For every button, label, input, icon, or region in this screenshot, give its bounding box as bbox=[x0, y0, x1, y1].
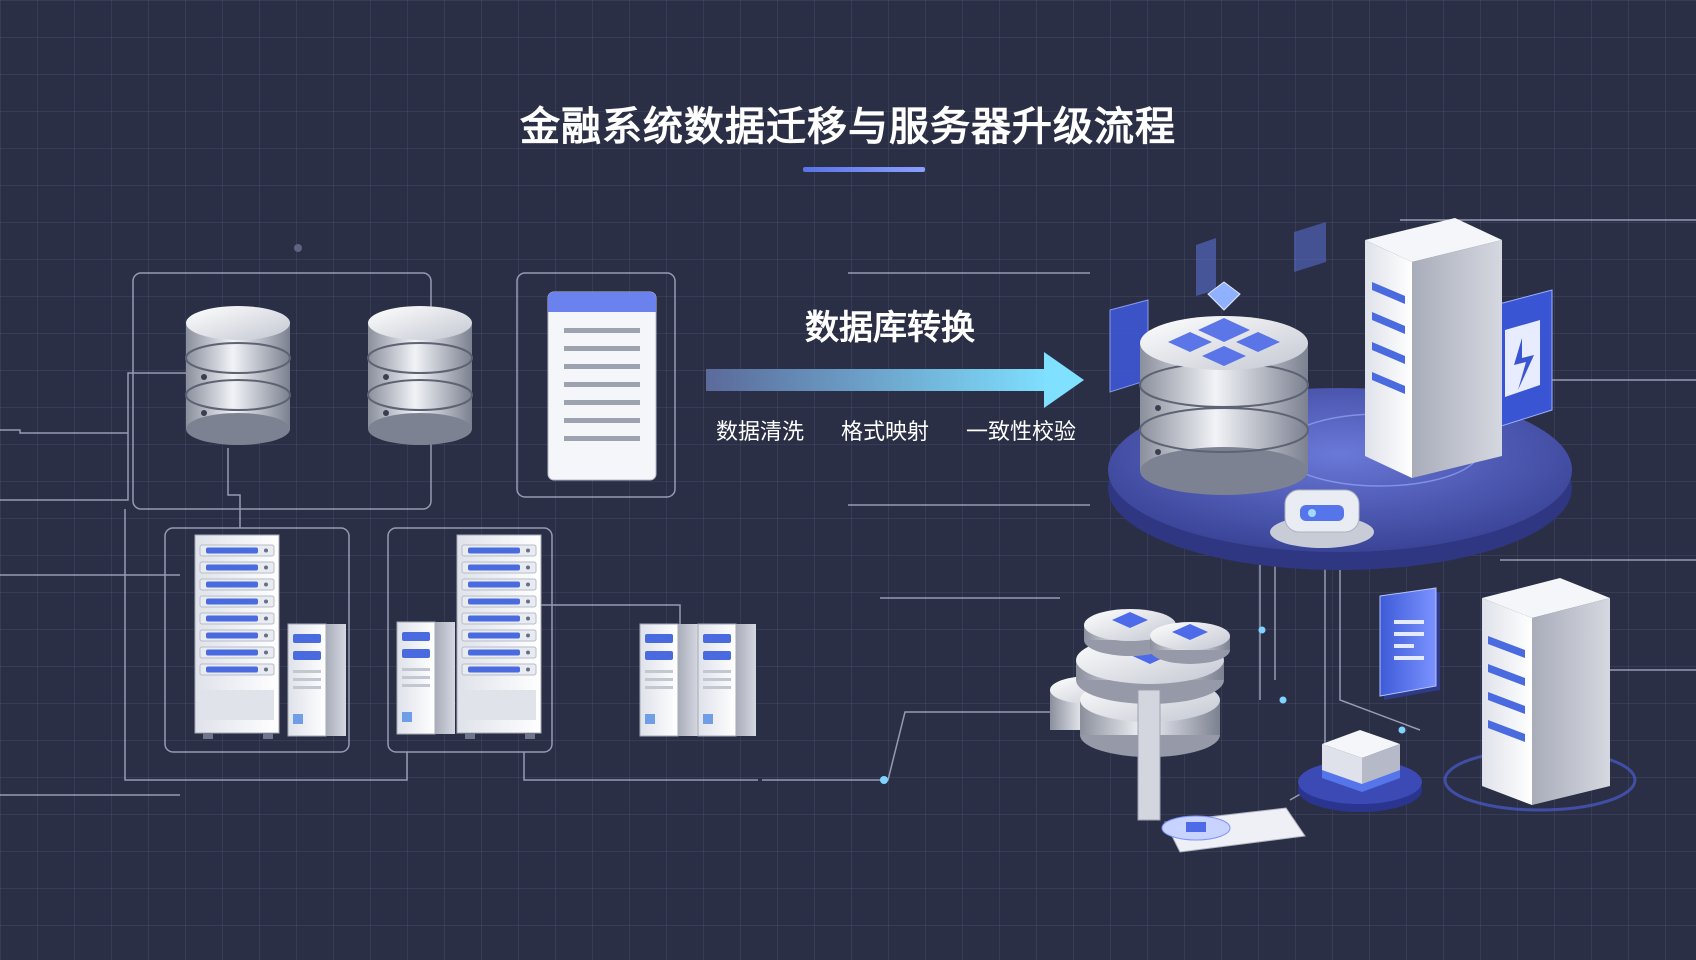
hologram-panel-left bbox=[1109, 222, 1326, 393]
step-format-mapping: 格式映射 bbox=[840, 420, 929, 445]
legacy-rack-1 bbox=[194, 534, 280, 739]
conversion-arrow bbox=[706, 352, 1084, 408]
target-server-secondary bbox=[1443, 578, 1637, 812]
report-papers bbox=[1161, 807, 1306, 853]
storage-cluster bbox=[1050, 609, 1230, 821]
conversion-steps: 数据清洗 格式映射 一致性校验 bbox=[716, 414, 1076, 446]
document-icon bbox=[547, 291, 657, 481]
shield-badge-icon bbox=[1494, 289, 1553, 429]
step-consistency-check: 一致性校验 bbox=[965, 420, 1076, 445]
legacy-server-4 bbox=[697, 623, 757, 737]
conversion-label: 数据库转换 bbox=[805, 308, 975, 348]
page-title: 金融系统数据迁移与服务器升级流程 bbox=[520, 104, 1176, 150]
target-server-primary bbox=[1365, 218, 1502, 478]
legacy-server-2 bbox=[396, 621, 456, 735]
source-database-1 bbox=[185, 305, 291, 446]
source-database-2 bbox=[367, 305, 473, 446]
legacy-server-3 bbox=[639, 623, 699, 737]
step-data-cleaning: 数据清洗 bbox=[716, 420, 805, 445]
module-box bbox=[1298, 730, 1422, 812]
legacy-server-1 bbox=[287, 623, 347, 737]
target-database bbox=[1139, 281, 1309, 495]
title-underline bbox=[803, 167, 925, 172]
processing-device bbox=[1270, 489, 1374, 548]
legacy-rack-2 bbox=[456, 534, 542, 739]
document-panel-icon bbox=[1379, 587, 1440, 700]
